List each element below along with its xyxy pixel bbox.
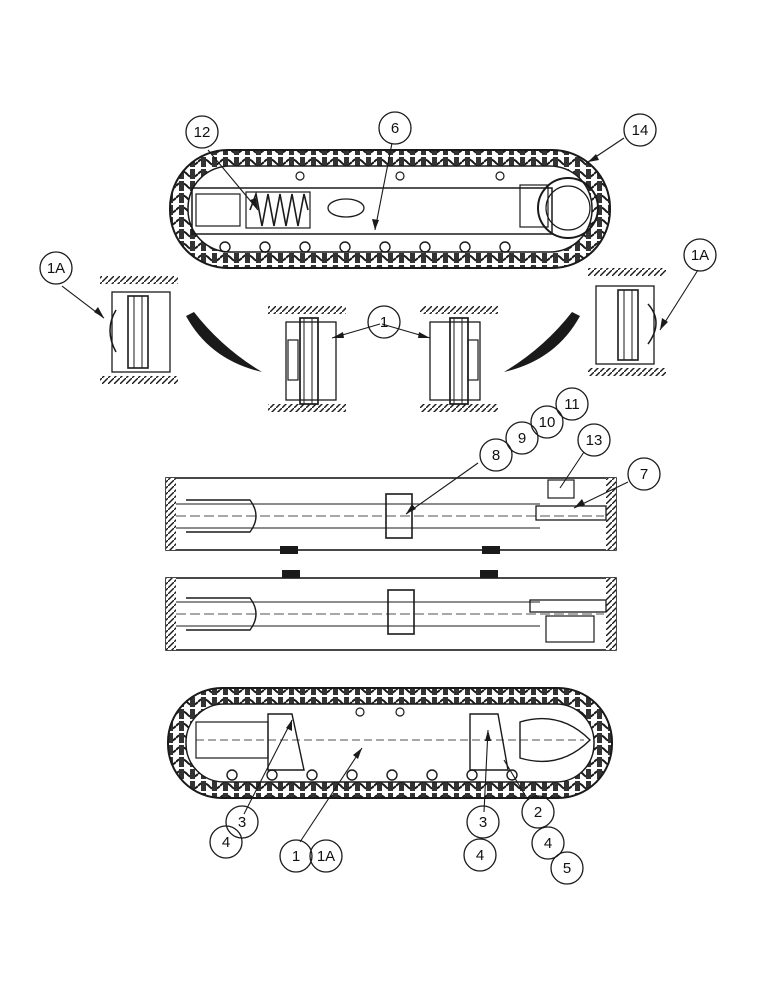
svg-text:6: 6: [391, 120, 399, 137]
svg-text:14: 14: [632, 122, 649, 139]
callout-12: 12: [185, 115, 219, 149]
callout-1a-bottom: 1A: [309, 839, 343, 873]
svg-text:1: 1: [380, 314, 388, 331]
arrowheads: [94, 154, 668, 759]
svg-text:4: 4: [476, 847, 484, 864]
svg-text:2: 2: [534, 804, 542, 821]
callout-10: 10: [530, 405, 564, 439]
svg-text:4: 4: [544, 835, 552, 852]
callout-11: 11: [555, 387, 589, 421]
svg-text:3: 3: [238, 814, 246, 831]
svg-text:1A: 1A: [691, 247, 709, 264]
callout-1a-right: 1A: [683, 238, 717, 272]
callout-3-right: 3: [466, 805, 500, 839]
svg-text:7: 7: [640, 466, 648, 483]
callout-4-right: 4: [463, 838, 497, 872]
frame-plan-view-upper: [165, 477, 617, 554]
svg-text:1A: 1A: [47, 260, 65, 277]
callout-5: 5: [550, 851, 584, 885]
callout-1a-left: 1A: [39, 251, 73, 285]
callout-9: 9: [505, 421, 539, 455]
callout-1-bottom: 1: [279, 839, 313, 873]
svg-text:3: 3: [479, 814, 487, 831]
frame-plan-view-lower: [165, 570, 617, 651]
top-track-side-view: [169, 149, 611, 269]
callout-2: 2: [521, 795, 555, 829]
svg-text:4: 4: [222, 834, 230, 851]
cross-section-center-left: [268, 306, 346, 412]
cross-section-center-right: [420, 306, 498, 412]
svg-text:1: 1: [292, 848, 300, 865]
cross-section-detail-right: [588, 268, 666, 376]
curved-arrow-right: [504, 312, 580, 372]
callout-7: 7: [627, 457, 661, 491]
callout-13: 13: [577, 423, 611, 457]
svg-text:5: 5: [563, 860, 571, 877]
svg-text:13: 13: [586, 432, 603, 449]
svg-text:9: 9: [518, 430, 526, 447]
svg-text:10: 10: [539, 414, 556, 431]
track-rollers-bottom: [226, 707, 518, 781]
svg-text:8: 8: [492, 447, 500, 464]
curved-arrow-left: [186, 312, 262, 372]
callout-4-far: 4: [531, 826, 565, 860]
svg-text:1A: 1A: [317, 848, 335, 865]
drive-sprocket: [537, 177, 599, 239]
cross-section-detail-left: [100, 276, 178, 384]
bottom-track-side-view: [167, 687, 613, 799]
callout-14: 14: [623, 113, 657, 147]
callout-3-left: 3: [225, 805, 259, 839]
tension-spring: [245, 191, 311, 229]
callout-8: 8: [479, 438, 513, 472]
callout-6: 6: [378, 111, 412, 145]
svg-text:12: 12: [194, 124, 211, 141]
svg-text:11: 11: [564, 396, 580, 413]
leader-lines: [61, 137, 699, 843]
track-rollers-top: [219, 171, 511, 253]
callout-1-mid: 1: [367, 305, 401, 339]
callout-4-left: 4: [209, 825, 243, 859]
